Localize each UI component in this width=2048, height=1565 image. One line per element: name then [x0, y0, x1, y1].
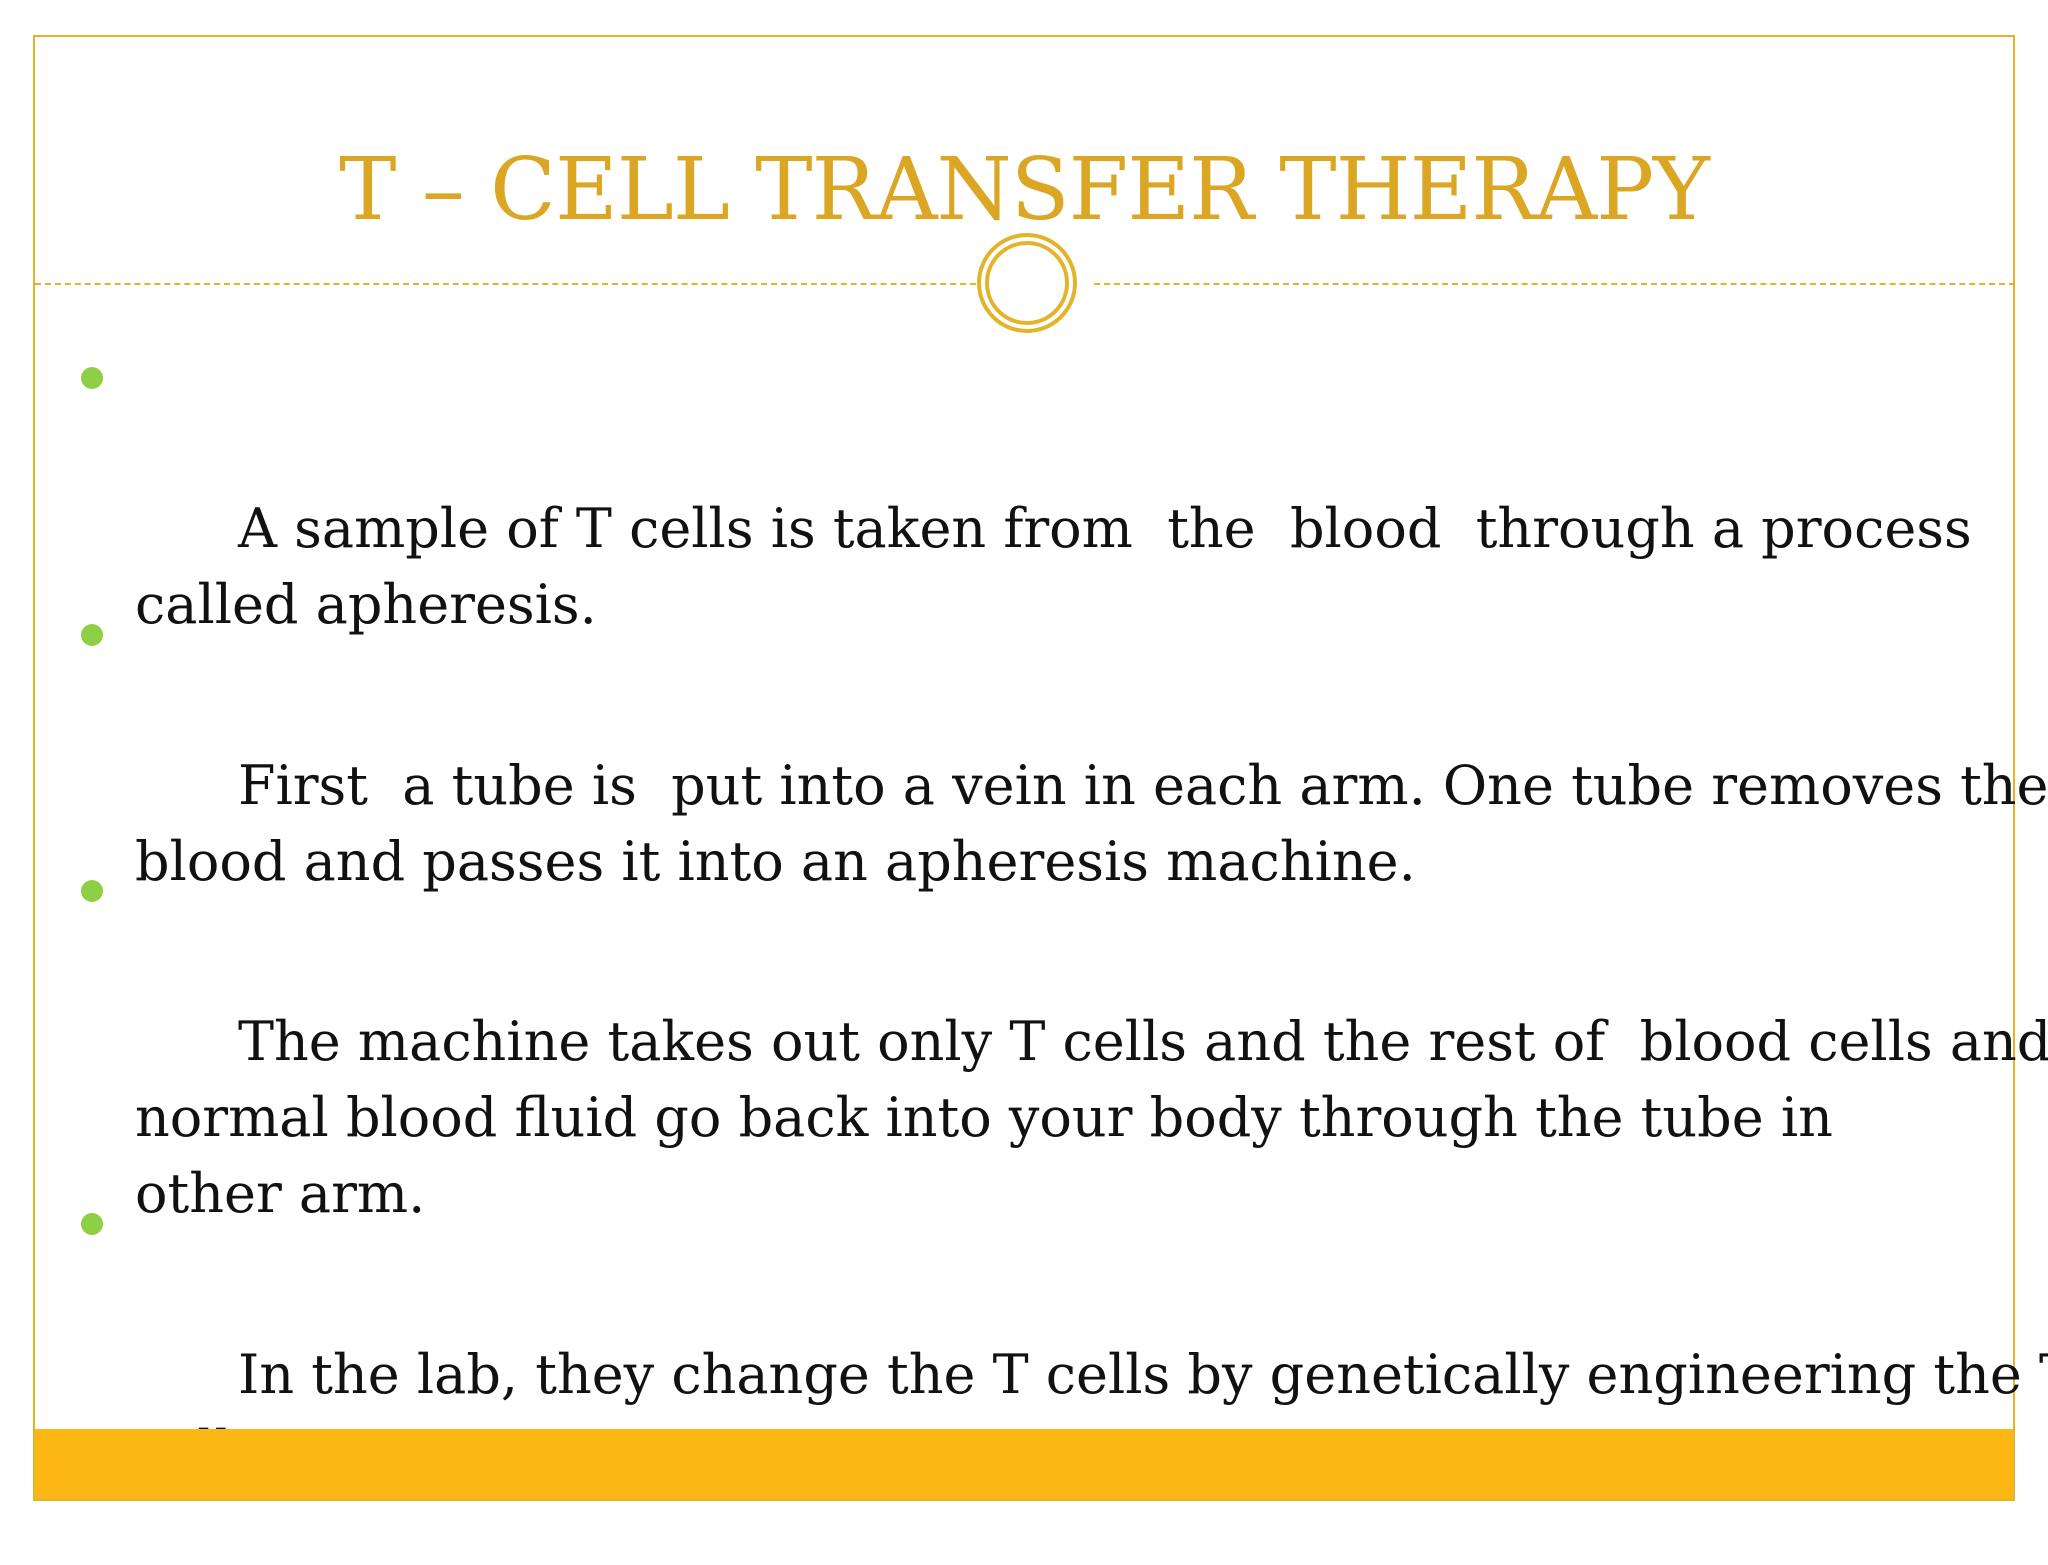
bullet-item: The machine takes out only T cells and t…	[81, 852, 2048, 1308]
bullet-text: The machine takes out only T cells and t…	[135, 1010, 2048, 1225]
bullet-item: First a tube is put into a vein in each …	[81, 596, 2048, 976]
ring-ornament-icon	[977, 233, 1077, 333]
title-divider-right	[1094, 283, 2015, 285]
bullet-dot-icon	[81, 880, 103, 902]
footer-bar	[35, 1429, 2013, 1499]
bullet-text: A sample of T cells is taken from the bl…	[135, 497, 1972, 636]
slide-title: T – CELL TRANSFER THERAPY	[339, 140, 1710, 240]
bullet-dot-icon	[81, 1213, 103, 1235]
bullet-item: A sample of T cells is taken from the bl…	[81, 339, 1995, 719]
title-divider-left	[35, 283, 986, 285]
bullet-item: In the lab, they change the T cells by g…	[81, 1185, 2048, 1565]
bullet-list: A sample of T cells is taken from the bl…	[35, 37, 2048, 1499]
bullet-dot-icon	[81, 624, 103, 646]
bullet-dot-icon	[81, 367, 103, 389]
bullet-text: First a tube is put into a vein in each …	[135, 754, 2048, 893]
slide: T – CELL TRANSFER THERAPY A sample of T …	[33, 35, 2048, 1501]
